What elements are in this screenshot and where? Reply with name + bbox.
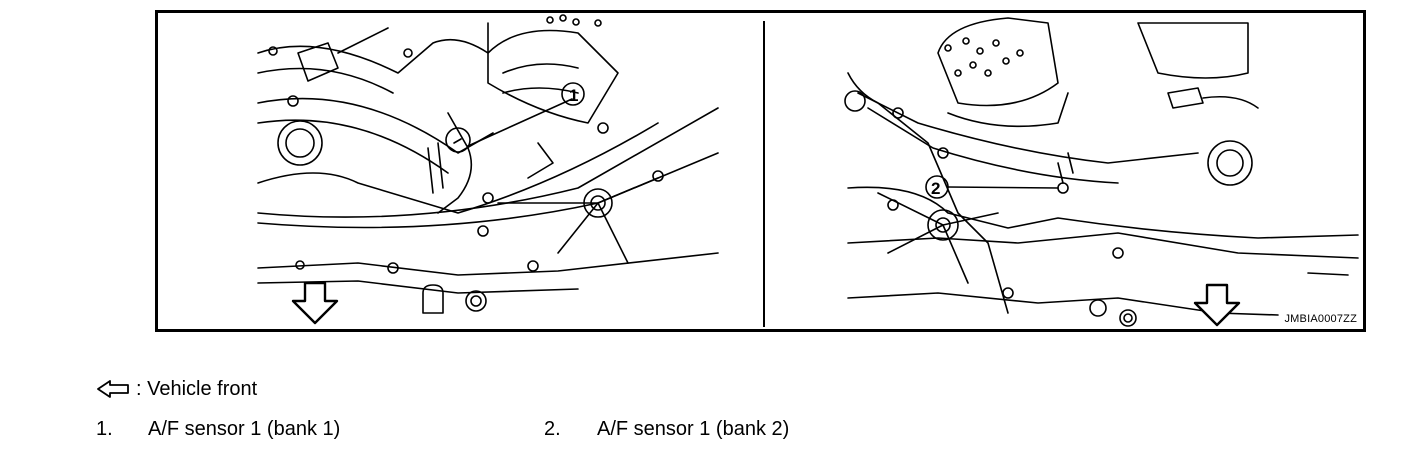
right-panel-drawing: 2 <box>844 17 1359 327</box>
panel-divider <box>763 21 765 327</box>
legend-item-1-label: A/F sensor 1 (bank 1) <box>148 418 341 440</box>
legend-item-2-label: A/F sensor 1 (bank 2) <box>597 418 790 440</box>
legend-item-1-number: 1. <box>96 418 113 440</box>
legend-vehicle-front: : Vehicle front <box>96 377 257 401</box>
legend-front-label: : Vehicle front <box>136 378 258 400</box>
callout-1: 1 <box>569 86 578 105</box>
front-direction-arrow-right <box>1193 283 1241 327</box>
engine-underside-illustration: 1 <box>257 14 1359 327</box>
callout-2: 2 <box>931 179 940 198</box>
legend-item-2-number: 2. <box>544 418 561 440</box>
left-panel-drawing: 1 <box>257 14 719 325</box>
left-arrow-icon <box>97 380 129 398</box>
illustration-frame: 1 <box>155 10 1366 332</box>
figure-code: JMBIA0007ZZ <box>1284 313 1357 325</box>
front-direction-arrow-left <box>291 281 339 325</box>
